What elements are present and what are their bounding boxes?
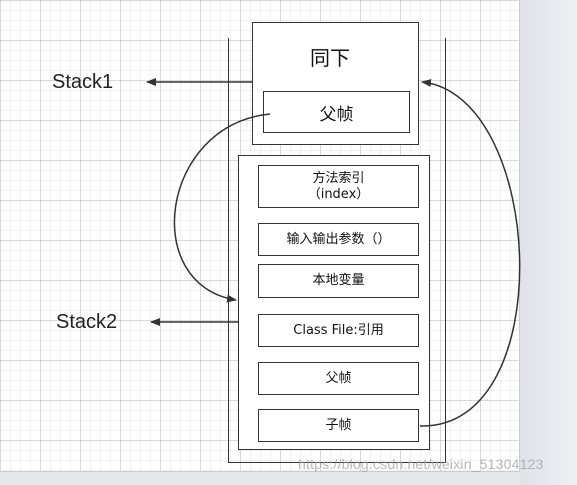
parent-to-child-curve-arrow — [173, 113, 271, 303]
stack1-parent-frame-label: 父帧 — [319, 104, 354, 125]
frame2-row-io-params-label: 输入输出参数（） — [286, 231, 391, 247]
stack1-frame-title: 同下 — [310, 46, 350, 70]
frame2-row-class-file-ref-label: Class File:引用 — [293, 322, 384, 338]
stack1-parent-frame: 父帧 — [263, 91, 410, 133]
child-to-frame-curve-arrow — [419, 78, 521, 427]
stack2-label: Stack2 — [56, 311, 118, 333]
frame2-row-io-params: 输入输出参数（） — [258, 223, 419, 256]
frame2-row-class-file-ref: Class File:引用 — [258, 314, 419, 347]
frame2-row-parent-frame-label: 父帧 — [325, 370, 352, 386]
frame2-row-local-vars-label: 本地变量 — [312, 273, 365, 288]
watermark: https://blog.csdn.net/weixin_51304123 — [298, 456, 544, 472]
side-shade — [520, 0, 577, 485]
frame2-row-child-frame-label: 子帧 — [325, 417, 352, 433]
frame2-row-method-index-label: 方法索引 （index） — [307, 170, 370, 202]
frame2-row-local-vars: 本地变量 — [258, 264, 419, 298]
stack-container — [228, 38, 446, 463]
frame2-row-method-index: 方法索引 （index） — [258, 165, 419, 208]
frame2-row-child-frame: 子帧 — [258, 409, 419, 442]
frame2-row-parent-frame: 父帧 — [258, 362, 419, 395]
stack1-label: Stack1 — [52, 71, 114, 93]
